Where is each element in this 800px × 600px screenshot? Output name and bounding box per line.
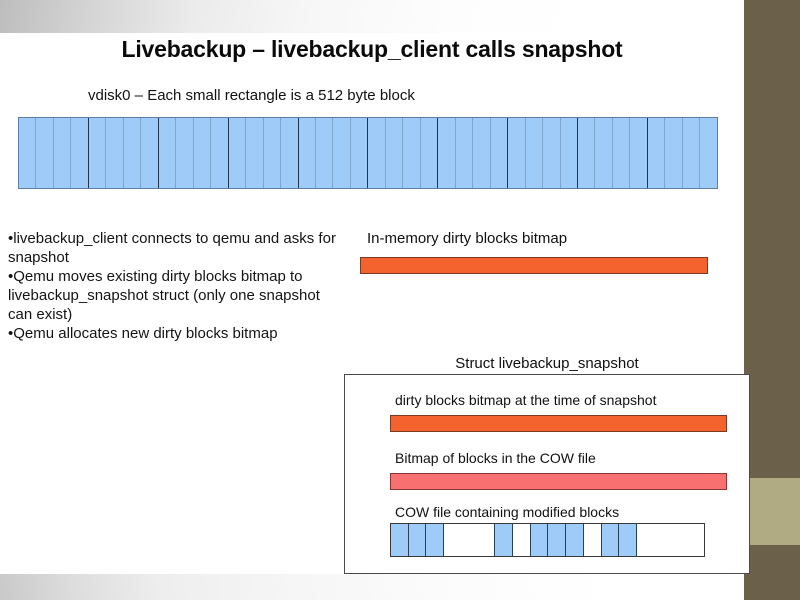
cow-block-empty: [653, 524, 671, 556]
vdisk-block: [368, 118, 386, 188]
vdisk0-block-strip: [18, 117, 718, 189]
vdisk-block: [159, 118, 177, 188]
vdisk-block: [578, 118, 596, 188]
cow-block-empty: [513, 524, 531, 556]
vdisk-block: [71, 118, 89, 188]
cow-block-modified: [408, 524, 427, 556]
in-memory-bitmap-label: In-memory dirty blocks bitmap: [367, 230, 568, 247]
cow-block-empty: [583, 524, 602, 556]
vdisk-block: [438, 118, 456, 188]
bullet-list: •livebackup_client connects to qemu and …: [8, 229, 338, 343]
vdisk-block: [508, 118, 526, 188]
vdisk-block: [700, 118, 716, 188]
vdisk-block: [333, 118, 351, 188]
cow-file-block-strip: [390, 523, 705, 557]
cow-block-empty: [444, 524, 461, 556]
vdisk-block: [665, 118, 683, 188]
right-olive-sidebar: [744, 0, 800, 600]
cow-block-modified: [619, 524, 638, 556]
vdisk-block: [141, 118, 159, 188]
vdisk-caption: vdisk0 – Each small rectangle is a 512 b…: [88, 87, 415, 104]
vdisk-block: [403, 118, 421, 188]
cow-block-modified: [548, 524, 567, 556]
cow-block-empty: [637, 524, 654, 556]
in-memory-bitmap-bar: [360, 257, 708, 274]
vdisk-block: [456, 118, 474, 188]
vdisk-block: [595, 118, 613, 188]
vdisk-block: [316, 118, 334, 188]
cow-bitmap-label: Bitmap of blocks in the COW file: [395, 450, 596, 466]
dirty-blocks-bitmap-label: dirty blocks bitmap at the time of snaps…: [395, 392, 657, 408]
struct-livebackup-snapshot-box: dirty blocks bitmap at the time of snaps…: [344, 374, 750, 574]
page-title: Livebackup – livebackup_client calls sna…: [121, 36, 623, 62]
vdisk-block: [299, 118, 316, 188]
vdisk-block: [386, 118, 404, 188]
dirty-blocks-bitmap-bar: [390, 415, 727, 432]
vdisk-block: [683, 118, 701, 188]
vdisk-block: [36, 118, 54, 188]
cow-block-empty: [477, 524, 496, 556]
vdisk-block: [124, 118, 142, 188]
vdisk-block: [194, 118, 212, 188]
struct-livebackup-snapshot-label: Struct livebackup_snapshot: [455, 355, 639, 372]
vdisk-block: [246, 118, 264, 188]
bullet-item: •Qemu moves existing dirty blocks bitmap…: [8, 268, 320, 323]
vdisk-block: [106, 118, 124, 188]
cow-block-modified: [601, 524, 620, 556]
vdisk-block: [526, 118, 544, 188]
vdisk-block: [543, 118, 561, 188]
cow-block-modified: [495, 524, 514, 556]
vdisk-block: [19, 118, 37, 188]
bullet-item: •Qemu allocates new dirty blocks bitmap: [8, 325, 278, 342]
vdisk-block: [89, 118, 107, 188]
vdisk-block: [613, 118, 631, 188]
vdisk-block: [473, 118, 491, 188]
cow-block-modified: [566, 524, 584, 556]
bottom-gradient-band: [0, 574, 744, 600]
cow-block-empty: [687, 524, 704, 556]
cow-bitmap-bar: [390, 473, 727, 490]
vdisk-block: [176, 118, 194, 188]
vdisk-block: [54, 118, 72, 188]
right-accent-block: [744, 478, 800, 545]
vdisk-block: [421, 118, 439, 188]
bullet-item: •livebackup_client connects to qemu and …: [8, 230, 336, 266]
top-gradient-band: [0, 0, 744, 33]
vdisk-block: [351, 118, 369, 188]
vdisk-block: [561, 118, 578, 188]
cow-file-label: COW file containing modified blocks: [395, 504, 620, 520]
vdisk-block: [281, 118, 299, 188]
cow-block-modified: [426, 524, 445, 556]
cow-block-modified: [530, 524, 549, 556]
cow-block-empty: [670, 524, 688, 556]
vdisk-block: [491, 118, 509, 188]
cow-block-modified: [391, 524, 409, 556]
vdisk-block: [211, 118, 229, 188]
vdisk-block: [264, 118, 282, 188]
cow-block-empty: [460, 524, 478, 556]
vdisk-block: [648, 118, 666, 188]
vdisk-block: [630, 118, 648, 188]
vdisk-block: [229, 118, 247, 188]
